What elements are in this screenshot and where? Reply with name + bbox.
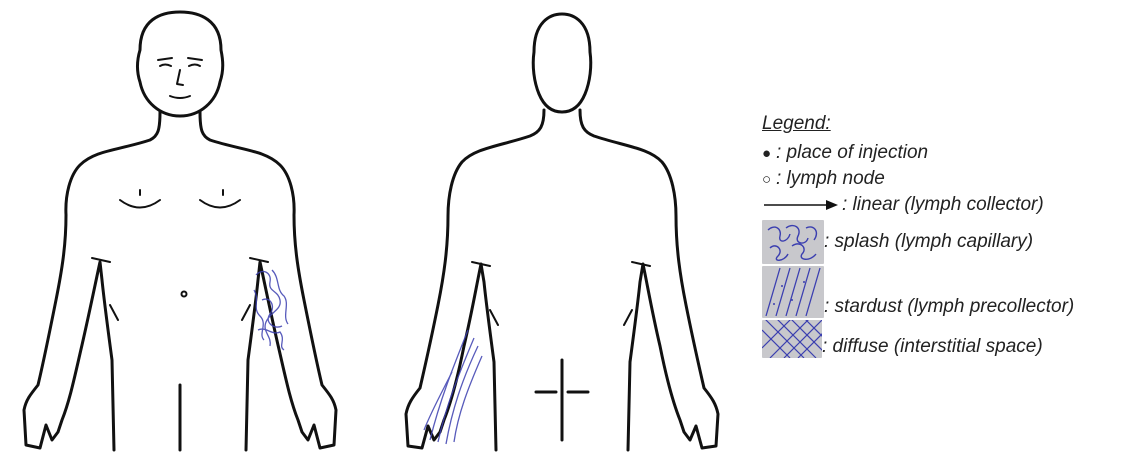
front-body-view (24, 12, 336, 450)
legend-label-injection: : place of injection (776, 142, 928, 164)
legend-label-splash: : splash (lymph capillary) (824, 231, 1033, 253)
navel (182, 292, 187, 297)
legend-label-lymph-node: : lymph node (776, 168, 885, 190)
back-body-view (406, 14, 718, 450)
filled-dot-icon: ● (762, 145, 776, 162)
legend-item-linear: : linear (lymph collector) (762, 192, 1074, 218)
chest-lines (120, 190, 240, 208)
front-head-outline (137, 12, 222, 116)
legend-label-linear: : linear (lymph collector) (842, 194, 1044, 216)
legend-item-diffuse: : diffuse (interstitial space) (762, 320, 1074, 358)
legend-item-lymph-node: ○ : lymph node (762, 166, 1074, 192)
legend-item-stardust: : stardust (lymph precollector) (762, 266, 1074, 318)
back-body-outline-right (580, 110, 718, 450)
body-diagram (0, 0, 760, 462)
legend: Legend: ● : place of injection ○ : lymph… (762, 112, 1074, 358)
back-arm-lines (472, 262, 650, 325)
front-body-outline-right (200, 112, 336, 450)
open-circle-icon: ○ (762, 171, 776, 188)
legend-title: Legend: (762, 112, 1074, 136)
arrow-icon (762, 198, 842, 212)
front-arm-lines (92, 258, 268, 320)
diffuse-swatch (762, 320, 822, 358)
back-head-outline (533, 14, 591, 112)
stardust-swatch (762, 266, 824, 318)
buttocks-lines (536, 360, 588, 440)
legend-label-stardust: : stardust (lymph precollector) (824, 296, 1074, 318)
stardust-marks (424, 330, 482, 444)
legend-item-injection: ● : place of injection (762, 140, 1074, 166)
legend-item-splash: : splash (lymph capillary) (762, 220, 1074, 264)
splash-swatch (762, 220, 824, 264)
front-body-outline (24, 112, 160, 450)
back-body-outline (406, 110, 544, 450)
legend-label-diffuse: : diffuse (interstitial space) (822, 336, 1043, 358)
face-features (158, 58, 202, 98)
